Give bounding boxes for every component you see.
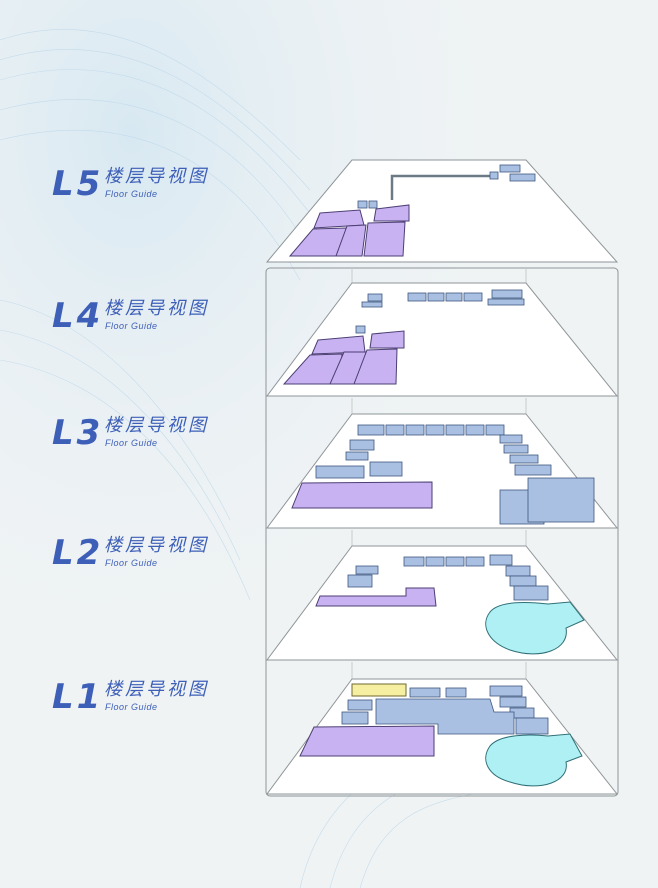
floor-title: 楼层导视图 — [104, 166, 209, 187]
floor-title: 楼层导视图 — [104, 415, 209, 436]
floor-number: L4 — [52, 296, 104, 336]
floor-plan-l1 — [266, 678, 619, 795]
floor-plan-l5 — [265, 159, 619, 263]
floor-title: 楼层导视图 — [104, 535, 209, 556]
floor-subtitle: Floor Guide — [105, 438, 158, 448]
building-frame — [265, 267, 619, 797]
floor-title: 楼层导视图 — [104, 679, 209, 700]
floor-number: L1 — [52, 677, 104, 717]
floor-plan-l3 — [266, 413, 619, 529]
floor-plan-l2 — [266, 545, 619, 661]
floor-subtitle: Floor Guide — [105, 558, 158, 568]
floor-number: L3 — [52, 413, 104, 453]
floor-number: L5 — [52, 164, 104, 204]
floor-number: L2 — [52, 533, 104, 573]
core-lines — [351, 268, 527, 679]
floor-subtitle: Floor Guide — [105, 189, 158, 199]
floor-title: 楼层导视图 — [104, 298, 209, 319]
floor-subtitle: Floor Guide — [105, 321, 158, 331]
floor-subtitle: Floor Guide — [105, 702, 158, 712]
floor-plan-l4 — [265, 282, 619, 397]
